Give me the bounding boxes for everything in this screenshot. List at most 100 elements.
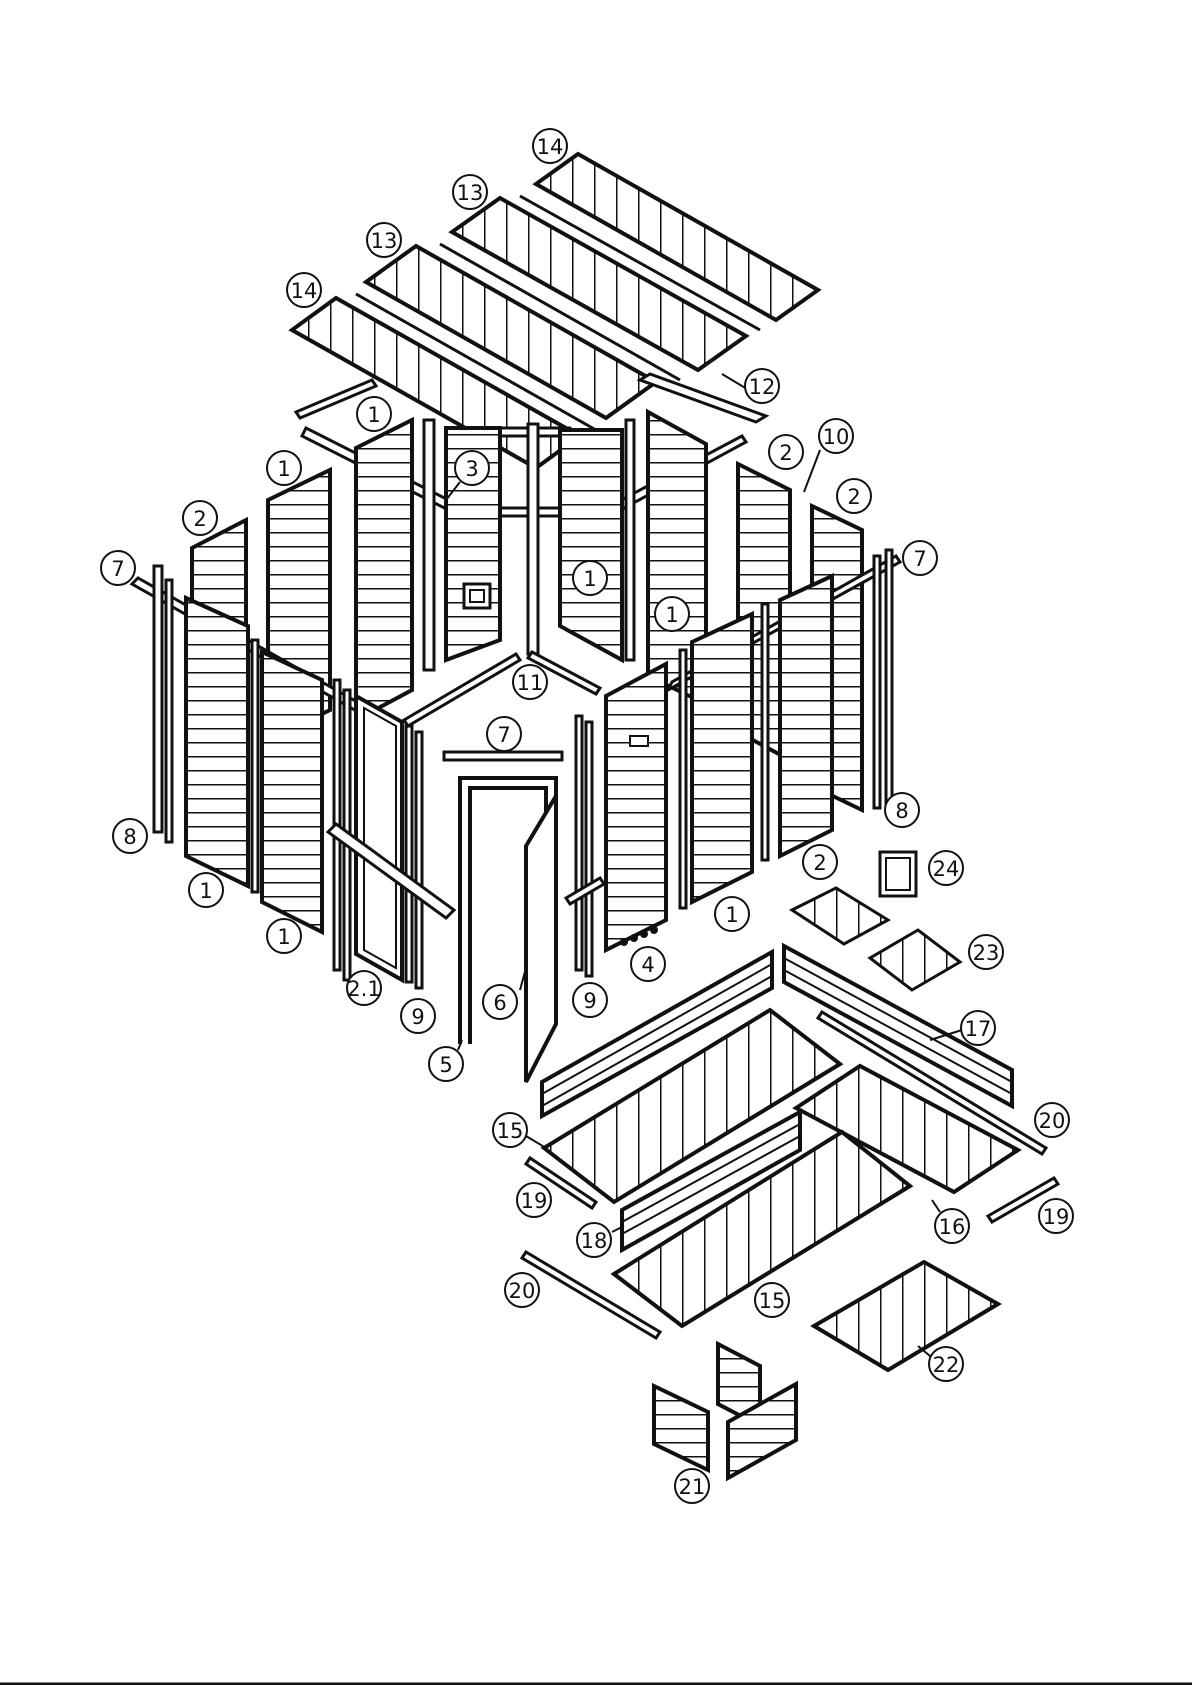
callout-label: 4	[641, 953, 654, 977]
callout-label: 1	[583, 567, 596, 591]
callout-c1f: 1	[267, 919, 301, 953]
callout-label: 1	[199, 879, 212, 903]
back-wall-panel-left	[356, 420, 412, 720]
callout-c20b: 20	[505, 1273, 539, 1307]
callout-label: 10	[823, 425, 850, 449]
callout-leader-line	[804, 450, 820, 492]
callout-label: 15	[759, 1289, 786, 1313]
callout-c15a: 15	[493, 1113, 546, 1148]
back-wall-panel-right	[560, 430, 622, 660]
callout-c1d: 1	[655, 597, 689, 631]
callout-label: 6	[493, 991, 506, 1015]
step-blocks-21	[654, 1344, 796, 1478]
callout-c1b: 1	[267, 451, 301, 485]
callout-label: 14	[291, 279, 318, 303]
callout-label: 1	[277, 457, 290, 481]
callout-c20a: 20	[1035, 1103, 1069, 1137]
callout-label: 3	[465, 457, 478, 481]
callout-c14b: 14	[287, 273, 321, 307]
callout-label: 7	[111, 557, 124, 581]
callout-label: 13	[371, 229, 398, 253]
callout-c8b: 8	[885, 793, 919, 827]
callout-c19b: 19	[1039, 1199, 1073, 1233]
front-right-panel-4	[606, 664, 666, 950]
callout-c8a: 8	[113, 819, 147, 853]
callout-label: 1	[367, 403, 380, 427]
door-6	[526, 796, 556, 1082]
callout-c7a: 7	[101, 551, 135, 585]
trim-posts-9-right	[576, 716, 592, 976]
platform-22	[814, 1262, 998, 1370]
callout-label: 21	[679, 1475, 706, 1499]
callout-label: 7	[497, 723, 510, 747]
callout-c9b: 9	[573, 983, 607, 1017]
callout-c2d: 2	[803, 845, 837, 879]
front-left-panel-1b	[262, 652, 322, 932]
callout-label: 1	[277, 925, 290, 949]
callout-c18: 18	[577, 1223, 624, 1257]
trim-posts-9-left	[406, 726, 422, 988]
callout-label: 12	[749, 375, 776, 399]
callout-c1g: 1	[715, 897, 749, 931]
callout-label: 24	[933, 857, 960, 881]
callout-label: 20	[509, 1279, 536, 1303]
callout-label: 2	[193, 507, 206, 531]
callout-c2a: 2	[769, 435, 803, 469]
callout-label: 9	[411, 1005, 424, 1029]
ramp-part-23	[870, 930, 960, 990]
callout-label: 19	[521, 1189, 548, 1213]
callout-c16: 16	[932, 1200, 969, 1243]
callout-label: 2.1	[347, 977, 380, 1001]
callout-c13b: 13	[367, 223, 401, 257]
callout-c13a: 13	[453, 175, 487, 209]
callout-label: 8	[123, 825, 136, 849]
callout-c1e: 1	[189, 873, 223, 907]
callout-c2b: 2	[837, 479, 871, 513]
callout-label: 9	[583, 989, 596, 1013]
callout-label: 18	[581, 1229, 608, 1253]
callout-c22: 22	[918, 1346, 963, 1381]
callout-leader-line	[526, 1136, 546, 1148]
callout-leader-line	[932, 1200, 940, 1212]
callout-label: 2	[779, 441, 792, 465]
callout-c9a: 9	[401, 999, 435, 1033]
callout-c5: 5	[429, 1040, 463, 1081]
door-lintel-7	[444, 752, 562, 760]
callout-label: 19	[1043, 1205, 1070, 1229]
callout-label: 20	[1039, 1109, 1066, 1133]
callout-label: 11	[517, 671, 544, 695]
callout-label: 13	[457, 181, 484, 205]
callout-label: 1	[725, 903, 738, 927]
callout-c12: 12	[722, 369, 779, 403]
callout-c14a: 14	[533, 129, 567, 163]
callout-label: 1	[665, 603, 678, 627]
callout-label: 22	[933, 1353, 960, 1377]
callout-label: 7	[913, 547, 926, 571]
callout-c24: 24	[929, 851, 963, 885]
callout-label: 23	[973, 941, 1000, 965]
callout-c23: 23	[969, 935, 1003, 969]
callout-c7c: 7	[487, 717, 521, 751]
callout-c1c: 1	[573, 561, 607, 595]
callout-c11: 11	[513, 665, 547, 699]
callout-c21: 21	[675, 1469, 709, 1503]
callout-c15b: 15	[755, 1283, 789, 1317]
callout-label: 2	[813, 851, 826, 875]
callout-c6: 6	[483, 968, 526, 1019]
callout-c2c: 2	[183, 501, 217, 535]
callout-label: 2	[847, 485, 860, 509]
panel-2-1	[356, 696, 402, 980]
callout-label: 14	[537, 135, 564, 159]
callout-c1a: 1	[357, 397, 391, 431]
callout-label: 8	[895, 799, 908, 823]
front-right-panel-1a	[692, 614, 752, 902]
front-left-panel-1a	[186, 598, 248, 886]
ramp-part-24	[880, 852, 916, 896]
callout-label: 15	[497, 1119, 524, 1143]
callout-c7b: 7	[903, 541, 937, 575]
callout-label: 16	[939, 1215, 966, 1239]
callout-c19a: 19	[517, 1183, 551, 1217]
ramp-part-2	[792, 888, 888, 944]
callout-c4: 4	[631, 947, 665, 981]
